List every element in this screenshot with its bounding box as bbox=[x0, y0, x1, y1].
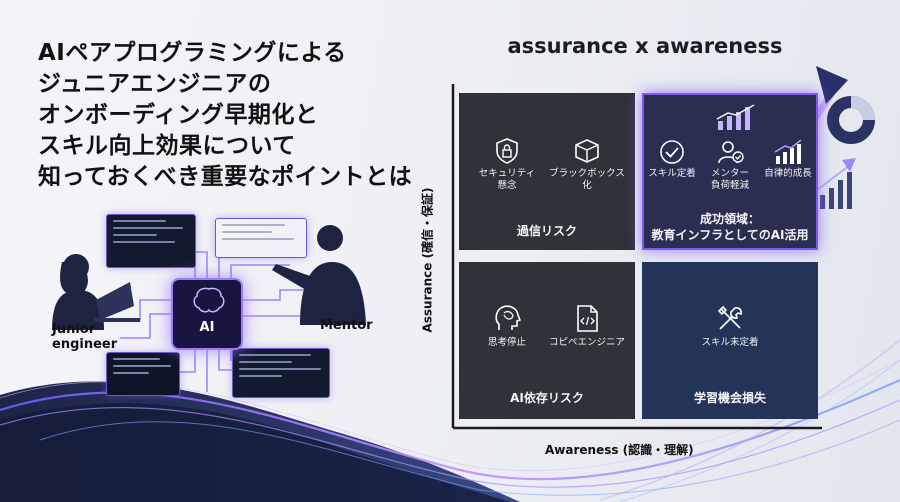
quadrant-item: 自律的成長 bbox=[752, 139, 824, 180]
headline-line: ジュニアエンジニアの bbox=[38, 71, 272, 97]
item-label: ブラックボックス bbox=[549, 168, 625, 179]
headline-line: スキル向上効果について bbox=[38, 133, 296, 159]
ai-chip-label: AI bbox=[199, 320, 215, 335]
item-label: 化 bbox=[582, 180, 592, 191]
y-axis-label: Assurance (確信・保証) bbox=[420, 187, 435, 333]
junior-engineer-silhouette bbox=[52, 254, 140, 330]
mentor-label: Mentor bbox=[320, 318, 373, 333]
quadrant-item: コピペエンジニア bbox=[547, 304, 627, 349]
item-label: セキュリティ bbox=[478, 168, 536, 179]
growth-chart-icon bbox=[774, 139, 802, 164]
headline-line: 知っておくべき重要なポイントとは bbox=[38, 164, 413, 190]
quadrant-item: ブラックボックス 化 bbox=[547, 137, 627, 192]
article-headline: AIペアプログラミングによる ジュニアエンジニアの オンボーディング早期化と ス… bbox=[38, 38, 438, 193]
brain-icon bbox=[193, 287, 225, 313]
matrix-title: assurance x awareness bbox=[507, 34, 783, 58]
quadrant-item: 思考停止 bbox=[467, 304, 547, 349]
item-label: 懸念 bbox=[497, 180, 517, 191]
quadrant-caption: 成功領域： bbox=[699, 212, 760, 226]
item-label: スキル未定着 bbox=[701, 337, 759, 348]
brain-head-icon bbox=[495, 305, 521, 330]
code-panel bbox=[215, 218, 307, 258]
mentor-user-check-icon bbox=[718, 141, 744, 164]
code-panel bbox=[232, 348, 330, 398]
ai-chip: AI bbox=[171, 278, 243, 350]
item-label: コピペエンジニア bbox=[548, 337, 625, 348]
code-document-icon bbox=[577, 305, 598, 332]
item-label: 自律的成長 bbox=[764, 168, 812, 179]
code-panel bbox=[106, 352, 180, 396]
quadrant-caption: 学習機会損失 bbox=[693, 391, 766, 405]
black-box-icon bbox=[575, 139, 599, 163]
headline-line: オンボーディング早期化と bbox=[38, 102, 319, 128]
bar-chart-icon bbox=[716, 104, 755, 130]
quadrant-item: スキル未定着 bbox=[690, 304, 770, 349]
quadrant-overconfidence-risk: セキュリティ 懸念 ブラックボックス 化 過信リスク bbox=[459, 93, 635, 250]
quadrant-caption: 教育インフラとしてのAI活用 bbox=[651, 228, 809, 242]
quadrant-item: セキュリティ 懸念 bbox=[467, 137, 547, 192]
checkmark-icon bbox=[660, 140, 684, 164]
item-label: メンター bbox=[710, 168, 749, 179]
quadrant-caption: AI依存リスク bbox=[510, 391, 584, 405]
code-panel bbox=[106, 214, 196, 268]
item-label: 負荷軽減 bbox=[710, 180, 749, 191]
item-label: スキル定着 bbox=[648, 168, 696, 179]
item-label: 思考停止 bbox=[487, 337, 526, 348]
quadrant-learning-opportunity-loss: スキル未定着 学習機会損失 bbox=[642, 262, 818, 419]
x-axis-label: Awareness (認識・理解) bbox=[545, 443, 694, 457]
junior-label-line: engineer bbox=[52, 337, 118, 352]
quadrant-ai-dependency-risk: 思考停止 コピペエンジニア AI依存リスク bbox=[459, 262, 635, 419]
quadrant-item: スキル定着 bbox=[636, 139, 708, 180]
headline-line: AIペアプログラミングによる bbox=[38, 40, 347, 66]
mentor-silhouette bbox=[272, 225, 366, 325]
tools-icon bbox=[717, 305, 742, 330]
quadrant-success-area: スキル定着 メンター 負荷軽減 自律的成長 成功領域： 教育インフラとしてのAI… bbox=[642, 93, 818, 250]
quadrant-item: メンター 負荷軽減 bbox=[694, 139, 766, 192]
junior-label-line: Junior bbox=[52, 322, 96, 337]
junior-engineer-label: Junior engineer bbox=[52, 322, 117, 352]
shield-lock-icon bbox=[496, 138, 518, 164]
quadrant-caption: 過信リスク bbox=[516, 224, 577, 238]
